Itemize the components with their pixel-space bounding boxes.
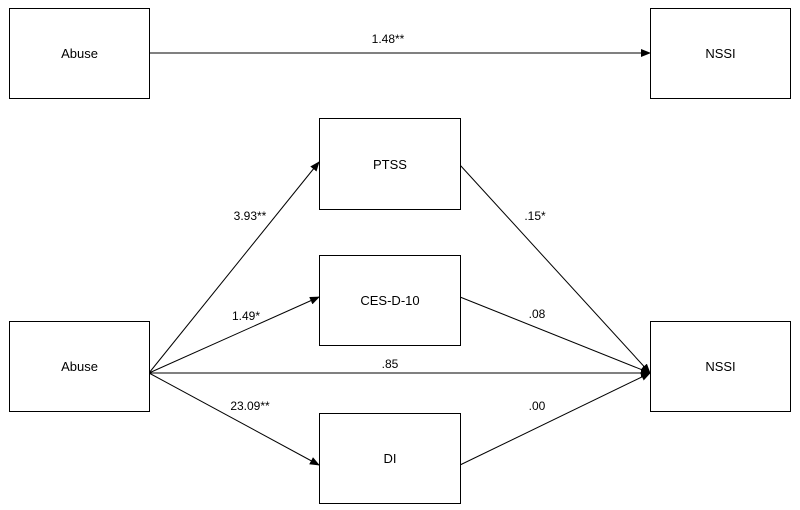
node-label: CES-D-10 [360,293,419,308]
edge-cesd-nssi [459,296,651,374]
edge-abuse-di [148,372,320,466]
top-model: 1.48** Abuse NSSI [9,8,791,99]
node-box [650,8,791,99]
node-di: DI [319,413,461,504]
edge-label-abuse-nssi-total: 1.48** [372,32,405,46]
node-box [319,118,461,210]
node-label: NSSI [705,359,735,374]
edge-label-di-nssi: .00 [529,399,546,413]
node-nssi-top: NSSI [650,8,791,99]
node-abuse-top: Abuse [9,8,150,99]
node-box [650,321,791,412]
edge-di-nssi [459,372,651,466]
edge-label-ptss-nssi: .15* [524,209,546,223]
edge-label-abuse-di: 23.09** [230,399,270,413]
node-box [319,255,461,346]
edge-label-cesd-nssi: .08 [529,307,546,321]
node-box [9,8,150,99]
edge-label-abuse-cesd: 1.49* [232,309,260,323]
node-label: Abuse [61,46,98,61]
node-cesd: CES-D-10 [319,255,461,346]
edge-ptss-nssi [459,164,651,374]
mediation-model: 3.93** 1.49* .85 23.09** .15* .08 .00 Ab… [9,118,791,504]
node-box [9,321,150,412]
edge-abuse-cesd [148,296,320,374]
node-label: NSSI [705,46,735,61]
edge-abuse-ptss [148,161,320,374]
node-abuse: Abuse [9,321,150,412]
node-box [319,413,461,504]
node-label: DI [384,451,397,466]
node-label: Abuse [61,359,98,374]
node-ptss: PTSS [319,118,461,210]
node-label: PTSS [373,157,407,172]
edge-label-abuse-ptss: 3.93** [234,209,267,223]
edge-label-abuse-nssi-direct: .85 [382,357,399,371]
node-nssi: NSSI [650,321,791,412]
